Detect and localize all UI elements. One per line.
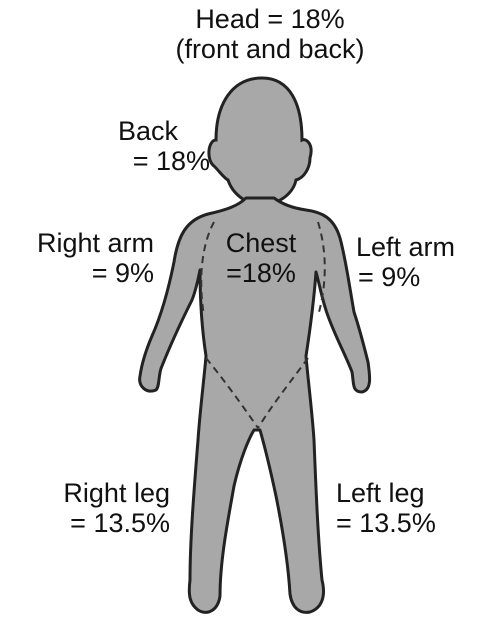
left-arm-label: Left arm = 9% bbox=[356, 232, 476, 292]
right-arm-label-line1: Right arm bbox=[6, 228, 154, 258]
right-leg-label-line2: = 13.5% bbox=[20, 508, 170, 538]
head-label-line2: (front and back) bbox=[150, 34, 390, 64]
left-leg-label-line2: = 13.5% bbox=[336, 508, 476, 538]
left-arm-label-line1: Left arm bbox=[356, 232, 476, 262]
head-label: Head = 18% (front and back) bbox=[150, 4, 390, 64]
right-arm-label-line2: = 9% bbox=[6, 258, 154, 288]
left-leg-label: Left leg = 13.5% bbox=[336, 478, 476, 538]
left-arm-label-line2: = 9% bbox=[356, 262, 476, 292]
right-arm-label: Right arm = 9% bbox=[6, 228, 154, 288]
back-label-line1: Back bbox=[100, 116, 210, 146]
left-leg-label-line1: Left leg bbox=[336, 478, 476, 508]
back-label: Back = 18% bbox=[100, 116, 210, 176]
head-region bbox=[209, 78, 311, 202]
chest-label: Chest =18% bbox=[206, 228, 316, 288]
right-leg-label: Right leg = 13.5% bbox=[20, 478, 170, 538]
back-label-line2: = 18% bbox=[100, 146, 210, 176]
chest-label-line2: =18% bbox=[206, 258, 316, 288]
head-label-line1: Head = 18% bbox=[150, 4, 390, 34]
right-leg-label-line1: Right leg bbox=[20, 478, 170, 508]
chest-label-line1: Chest bbox=[206, 228, 316, 258]
